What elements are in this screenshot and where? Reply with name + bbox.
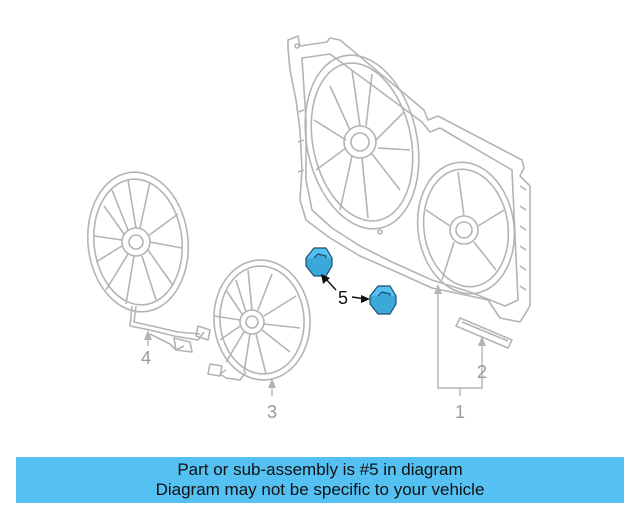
callout-3: 3 [267, 402, 277, 422]
callout-5: 5 [338, 288, 348, 308]
leader-lines [147, 290, 483, 396]
callout-1: 1 [455, 402, 465, 422]
nut-upper [305, 247, 333, 277]
nut-lower [369, 285, 397, 315]
callout-4: 4 [141, 348, 151, 368]
fan-shroud [287, 35, 531, 323]
callout-2: 2 [477, 362, 487, 382]
info-banner: Part or sub-assembly is #5 in diagram Di… [16, 457, 624, 503]
fan-4 [86, 171, 211, 353]
parts-diagram: 1 2 3 4 5 [86, 35, 531, 422]
banner-line-1: Part or sub-assembly is #5 in diagram [177, 460, 463, 479]
seal-strip [455, 317, 513, 349]
banner-line-2: Diagram may not be specific to your vehi… [155, 480, 485, 499]
arrowheads-5 [321, 274, 370, 303]
fan-3 [207, 259, 311, 381]
arrowheads [144, 284, 486, 388]
